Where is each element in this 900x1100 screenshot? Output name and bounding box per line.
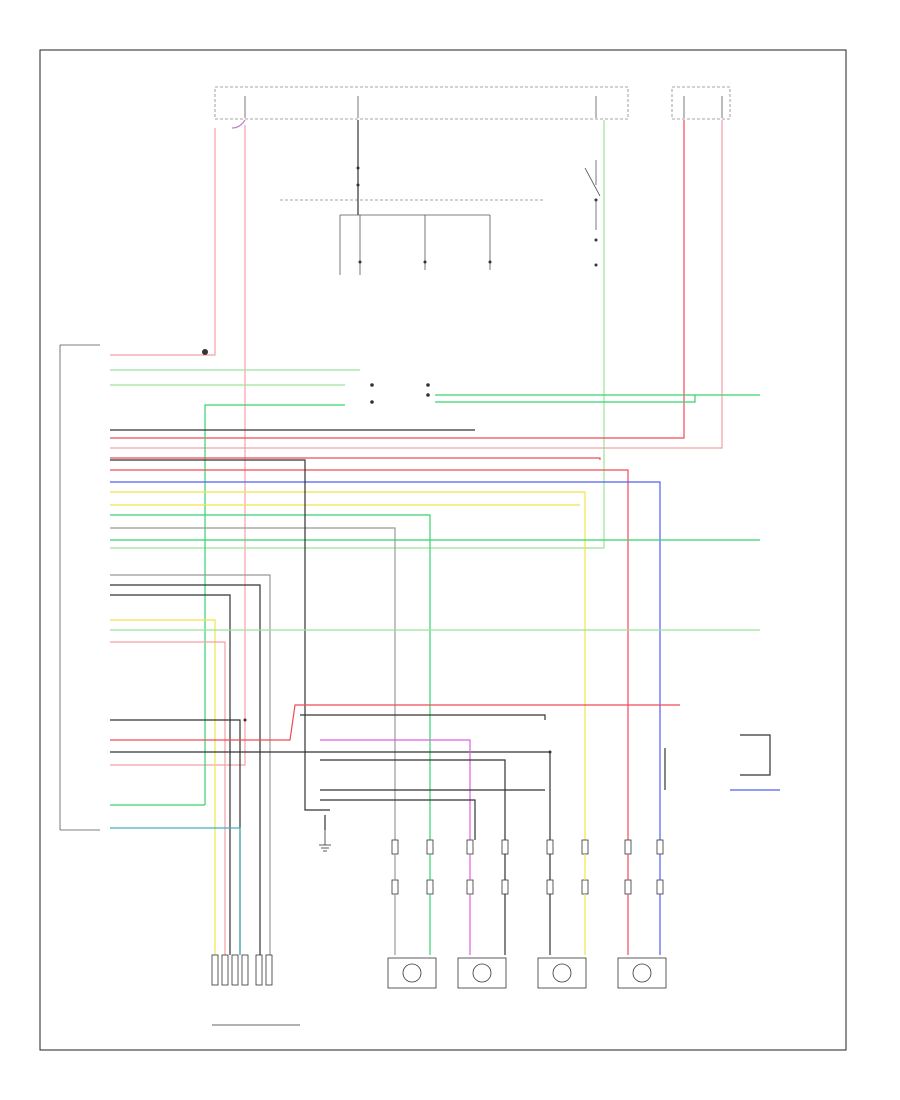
sensor-connectors bbox=[391, 839, 664, 895]
relay-switch bbox=[584, 160, 601, 230]
wheel-speed-sensors bbox=[387, 957, 667, 989]
page-frame bbox=[39, 49, 847, 1051]
switch-block bbox=[280, 199, 545, 275]
lower-connector-block bbox=[211, 954, 300, 1026]
sensor-leads bbox=[394, 854, 661, 955]
wire-group bbox=[110, 119, 780, 955]
splice-markers bbox=[202, 166, 598, 754]
fuse-box-top bbox=[214, 86, 731, 120]
left-control-module bbox=[59, 344, 100, 831]
ground-symbol bbox=[319, 830, 331, 852]
